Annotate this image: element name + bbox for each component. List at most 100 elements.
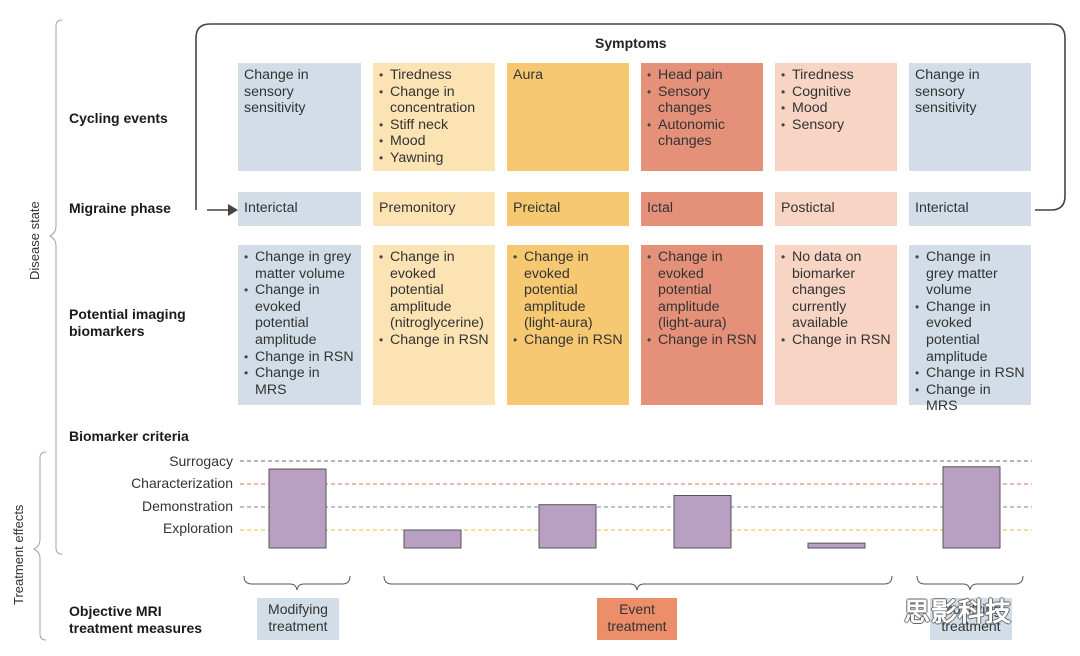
biomarker-item: Change in RSN: [647, 332, 757, 349]
criteria-bar-interictal: [268, 468, 327, 549]
biomarker-item: potential: [658, 282, 712, 299]
biomarker-item: Change in MRS: [915, 382, 1025, 415]
cycling-line: Aura: [513, 67, 543, 83]
cycling-box-2: TirednessChange inconcentrationStiff nec…: [373, 63, 495, 171]
cycling-item: Change in: [379, 84, 489, 101]
cycling-item: Tiredness: [781, 67, 891, 84]
phase-preictal: Preictal: [507, 192, 629, 226]
cycling-line: sensory: [244, 83, 294, 100]
biomarker-item: potential: [255, 315, 309, 332]
biomarker-item: currently: [792, 298, 847, 315]
biomarker-item: grey matter: [926, 265, 998, 282]
cycling-line: sensitivity: [915, 100, 977, 117]
cycling-item: Sensory: [647, 84, 757, 101]
biomarker-box-5: No data onbiomarkerchangescurrentlyavail…: [775, 245, 897, 405]
biomarker-criteria-label: Biomarker criteria: [69, 428, 189, 444]
biomarker-item: Change in: [647, 249, 757, 266]
biomarker-item: amplitude: [524, 298, 586, 315]
biomarker-box-2: Change inevokedpotentialamplitude(nitrog…: [373, 245, 495, 405]
imaging-biomarkers-label-line2: biomarkers: [69, 323, 145, 339]
watermark: 思影科技: [904, 597, 1013, 627]
treatment-event: Event treatment: [597, 598, 677, 640]
cycling-item: Mood: [379, 133, 489, 150]
cycling-line: sensitivity: [244, 100, 306, 117]
treatment-event-text: Event treatment: [607, 601, 667, 634]
biomarker-item: (light-aura): [524, 315, 593, 332]
cycling-item: Head pain: [647, 67, 757, 84]
imaging-biomarkers-label-line1: Potential imaging: [69, 306, 186, 322]
cycle-arrow-head: [228, 204, 238, 216]
biomarker-item: amplitude: [390, 298, 452, 315]
cycling-item: Sensory: [781, 117, 891, 134]
biomarker-box-4: Change inevokedpotentialamplitude(light-…: [641, 245, 763, 405]
biomarker-box-3: Change inevokedpotentialamplitude(light-…: [507, 245, 629, 405]
biomarker-item: Change in grey: [244, 249, 355, 266]
cycling-line: sensory: [915, 83, 965, 100]
biomarker-item: Change in: [915, 299, 1025, 316]
cycling-item: concentration: [390, 100, 476, 117]
criteria-bar-preictal: [538, 504, 597, 549]
biomarker-item: Change in: [513, 249, 623, 266]
criteria-characterization: Characterization: [131, 475, 233, 491]
mri-measures-label-line1: Objective MRI: [69, 603, 162, 619]
cycling-item: Mood: [781, 100, 891, 117]
cycling-item: Yawning: [379, 150, 489, 167]
phase-postictal: Postictal: [775, 192, 897, 226]
biomarker-item: Change in: [379, 249, 489, 266]
biomarker-item: potential: [926, 331, 980, 348]
cycling-item: changes: [658, 100, 712, 117]
biomarker-item: potential: [524, 282, 578, 299]
brace-modifying-right: [916, 575, 1024, 591]
cycling-item: Tiredness: [379, 67, 489, 84]
biomarker-item: Change in RSN: [915, 365, 1025, 382]
phase-interictal-1: Interictal: [238, 192, 361, 226]
biomarker-item: biomarker: [792, 265, 856, 282]
cycle-arrow: [195, 23, 1066, 211]
treatment-modifying-2: Modifying treatment: [930, 598, 1012, 640]
treatment-modifying-1-text: Modifying treatment: [268, 601, 328, 634]
phase-premonitory: Premonitory: [373, 192, 495, 226]
migraine-phase-label: Migraine phase: [69, 200, 171, 216]
biomarker-item: Change in RSN: [513, 332, 623, 349]
biomarker-item: amplitude: [255, 331, 317, 348]
cycling-item: Autonomic: [647, 117, 757, 134]
biomarker-item: (light-aura): [658, 315, 727, 332]
treatment-effects-bracket: [32, 451, 47, 641]
biomarker-item: amplitude: [658, 298, 720, 315]
biomarker-item: evoked: [390, 265, 436, 282]
biomarker-item: evoked: [255, 298, 301, 315]
biomarker-item: Change in RSN: [244, 349, 355, 366]
phase-interictal-2: Interictal: [909, 192, 1031, 226]
criteria-surrogacy: Surrogacy: [169, 453, 233, 469]
cycling-box-5: TirednessCognitiveMoodSensory: [775, 63, 897, 171]
biomarker-item: (nitroglycerine): [390, 315, 484, 332]
criteria-bar-ictal: [673, 495, 732, 549]
cycling-item: Cognitive: [781, 84, 891, 101]
biomarker-item: Change in RSN: [379, 332, 489, 349]
biomarker-item: matter volume: [255, 265, 345, 282]
mri-measures-label-line2: treatment measures: [69, 620, 203, 636]
treatment-modifying-1: Modifying treatment: [257, 598, 339, 640]
biomarker-item: potential: [390, 282, 444, 299]
cycling-item: Stiff neck: [379, 117, 489, 134]
criteria-demonstration: Demonstration: [141, 498, 233, 514]
biomarker-item: amplitude: [926, 348, 988, 365]
cycling-item: changes: [658, 133, 712, 150]
biomarker-item: Change in RSN: [781, 332, 891, 349]
symptoms-title: Symptoms: [595, 35, 667, 51]
biomarker-item: Change in: [244, 282, 355, 299]
disease-state-bracket: [48, 19, 63, 555]
biomarker-item: No data on: [781, 249, 891, 266]
cycling-line: Change in: [915, 67, 980, 83]
phase-ictal: Ictal: [641, 192, 763, 226]
criteria-bar-premonitory: [403, 529, 462, 549]
biomarker-item: evoked: [524, 265, 570, 282]
brace-event: [383, 575, 893, 591]
biomarker-item: evoked: [658, 265, 704, 282]
mri-measures-label: Objective MRI treatment measures: [69, 603, 202, 637]
